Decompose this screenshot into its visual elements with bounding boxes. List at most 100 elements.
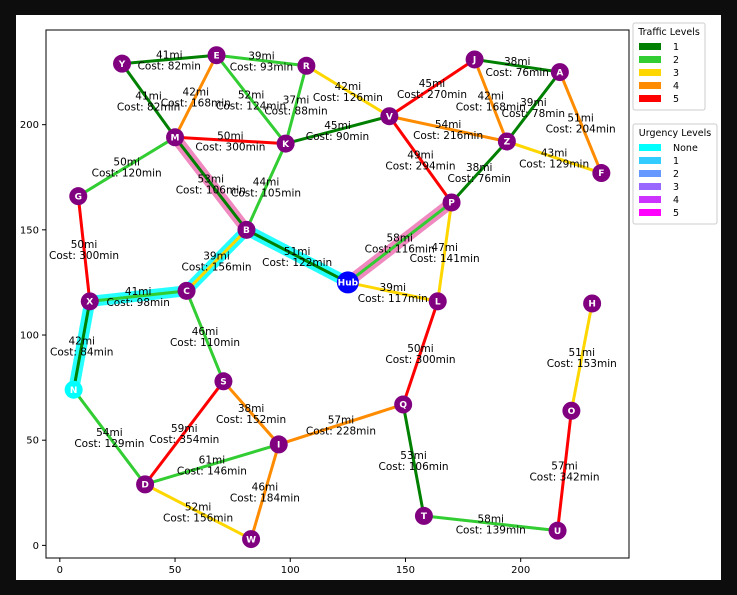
node-marker bbox=[269, 435, 288, 454]
node-K: K bbox=[276, 134, 295, 153]
node-marker bbox=[136, 475, 155, 494]
urgency-legend-entry: 3 bbox=[673, 182, 679, 193]
edge-distance: 47mi bbox=[431, 242, 458, 254]
node-label: Q bbox=[399, 401, 407, 411]
edge-cost: Cost: 141min bbox=[410, 253, 480, 265]
edge-G-X bbox=[76, 194, 92, 303]
edge-distance: 38mi bbox=[466, 162, 493, 174]
edge-Y-E bbox=[120, 53, 219, 66]
node-marker bbox=[297, 56, 316, 75]
edge-A-F bbox=[558, 70, 603, 175]
node-label: C bbox=[183, 287, 190, 297]
edge-cost: Cost: 93min bbox=[230, 62, 293, 74]
node-E: E bbox=[207, 46, 226, 65]
edge-cost: Cost: 78min bbox=[502, 108, 565, 120]
urgency-legend-swatch bbox=[639, 170, 661, 177]
edge-distance: 52mi bbox=[185, 502, 212, 514]
urgency-legend-entry: 1 bbox=[673, 156, 679, 167]
edge-cost: Cost: 300min bbox=[195, 141, 265, 153]
edge-E-M bbox=[173, 53, 219, 139]
node-label: V bbox=[386, 112, 393, 122]
traffic-legend-swatch bbox=[639, 82, 661, 89]
edge-R-K bbox=[284, 64, 308, 146]
x-tick-label: 50 bbox=[169, 565, 182, 576]
node-label: R bbox=[303, 62, 310, 72]
edge-P-L bbox=[436, 200, 454, 303]
edge-E-R bbox=[215, 53, 308, 68]
edge-cost: Cost: 204min bbox=[546, 124, 616, 136]
edge-cost: Cost: 184min bbox=[230, 493, 300, 505]
edge-distance: 45mi bbox=[419, 78, 446, 90]
edge-distance: 52mi bbox=[238, 89, 265, 101]
edge-X-C bbox=[88, 289, 189, 303]
node-S: S bbox=[214, 372, 233, 391]
node-marker bbox=[497, 132, 516, 151]
node-marker bbox=[550, 63, 569, 82]
node-marker bbox=[465, 50, 484, 69]
edge-cost: Cost: 156min bbox=[163, 513, 233, 525]
edge-distance: 43mi bbox=[541, 147, 568, 159]
edge-E-K bbox=[215, 53, 288, 146]
edge-cost: Cost: 139min bbox=[456, 524, 526, 536]
edge-Q-T bbox=[401, 402, 426, 518]
y-tick-label: 50 bbox=[26, 436, 39, 447]
edge-cost: Cost: 156min bbox=[181, 261, 251, 273]
traffic-legend-entry: 4 bbox=[673, 81, 679, 92]
edge-D-I bbox=[143, 442, 281, 486]
traffic-legend-entry: 1 bbox=[673, 42, 679, 53]
edge-cost: Cost: 129min bbox=[74, 438, 144, 450]
node-label: A bbox=[556, 68, 563, 78]
urgency-legend-swatch bbox=[639, 209, 661, 216]
edge-distance: 46mi bbox=[192, 326, 219, 338]
edge-A-Z bbox=[505, 70, 562, 143]
y-tick-label: 0 bbox=[33, 541, 39, 552]
edge-distance: 53mi bbox=[198, 174, 225, 186]
edge-B-Hub bbox=[244, 228, 350, 284]
edge-cost: Cost: 126min bbox=[313, 92, 383, 104]
edge-cost: Cost: 90min bbox=[306, 131, 369, 143]
edge-distance: 51mi bbox=[567, 113, 594, 125]
node-L: L bbox=[428, 292, 447, 311]
edge-cost: Cost: 129min bbox=[519, 158, 589, 170]
plot-frame bbox=[45, 29, 630, 559]
edge-M-K bbox=[173, 135, 288, 146]
traffic-legend-swatch bbox=[639, 95, 661, 102]
node-label: I bbox=[277, 441, 280, 451]
node-marker bbox=[64, 380, 83, 399]
x-tick-label: 200 bbox=[511, 565, 530, 576]
edge-distance: 45mi bbox=[324, 120, 351, 132]
urgency-legend-swatch bbox=[639, 157, 661, 164]
edge-distance: 41mi bbox=[135, 90, 162, 102]
node-F: F bbox=[592, 164, 611, 183]
edge-distance: 46mi bbox=[252, 482, 279, 494]
edge-distance: 39mi bbox=[380, 282, 407, 294]
node-label: F bbox=[598, 169, 604, 179]
node-label: G bbox=[75, 192, 82, 202]
edge-distance: 49mi bbox=[407, 149, 434, 161]
edge-cost: Cost: 82min bbox=[117, 101, 180, 113]
node-label: X bbox=[86, 298, 93, 308]
edge-cost: Cost: 300min bbox=[49, 250, 119, 262]
edge-O-U bbox=[556, 409, 573, 533]
